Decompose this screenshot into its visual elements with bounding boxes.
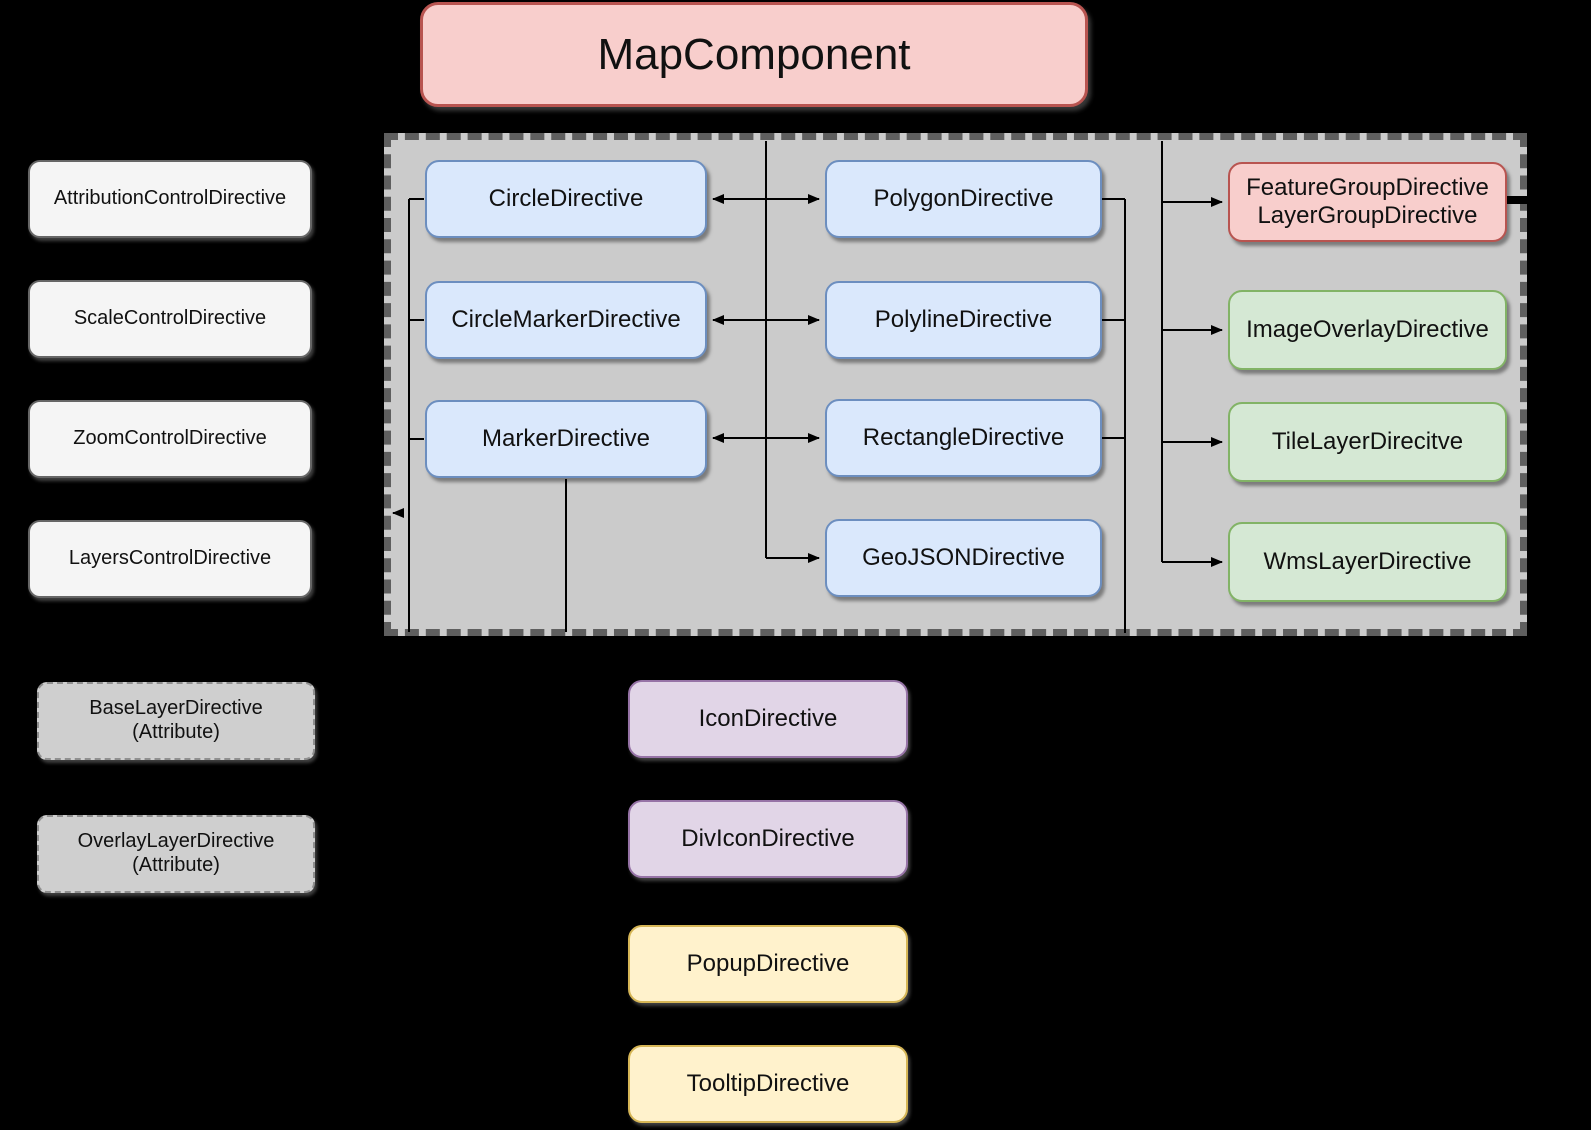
node-base-layer-directive-attribute: BaseLayerDirective (Attribute) [37,682,315,760]
node-attribution-control-directive: AttributionControlDirective [28,160,312,238]
node-icon-directive: IconDirective [628,680,908,758]
node-marker-directive: MarkerDirective [425,400,707,478]
node-zoom-control-directive: ZoomControlDirective [28,400,312,478]
node-circle-directive: CircleDirective [425,160,707,238]
node-circle-marker-directive: CircleMarkerDirective [425,281,707,359]
node-feature-group-layer-group-directive: FeatureGroupDirective LayerGroupDirectiv… [1228,162,1507,242]
node-map-component: MapComponent [420,2,1088,107]
node-geojson-directive: GeoJSONDirective [825,519,1102,597]
node-wms-layer-directive: WmsLayerDirective [1228,522,1507,602]
node-overlay-layer-directive-attribute: OverlayLayerDirective (Attribute) [37,815,315,893]
node-scale-control-directive: ScaleControlDirective [28,280,312,358]
node-div-icon-directive: DivIconDirective [628,800,908,878]
node-popup-directive: PopupDirective [628,925,908,1003]
node-polyline-directive: PolylineDirective [825,281,1102,359]
node-rectangle-directive: RectangleDirective [825,399,1102,477]
node-layers-control-directive: LayersControlDirective [28,520,312,598]
node-image-overlay-directive: ImageOverlayDirective [1228,290,1507,370]
node-tooltip-directive: TooltipDirective [628,1045,908,1123]
node-polygon-directive: PolygonDirective [825,160,1102,238]
node-tile-layer-directive: TileLayerDirecitve [1228,402,1507,482]
